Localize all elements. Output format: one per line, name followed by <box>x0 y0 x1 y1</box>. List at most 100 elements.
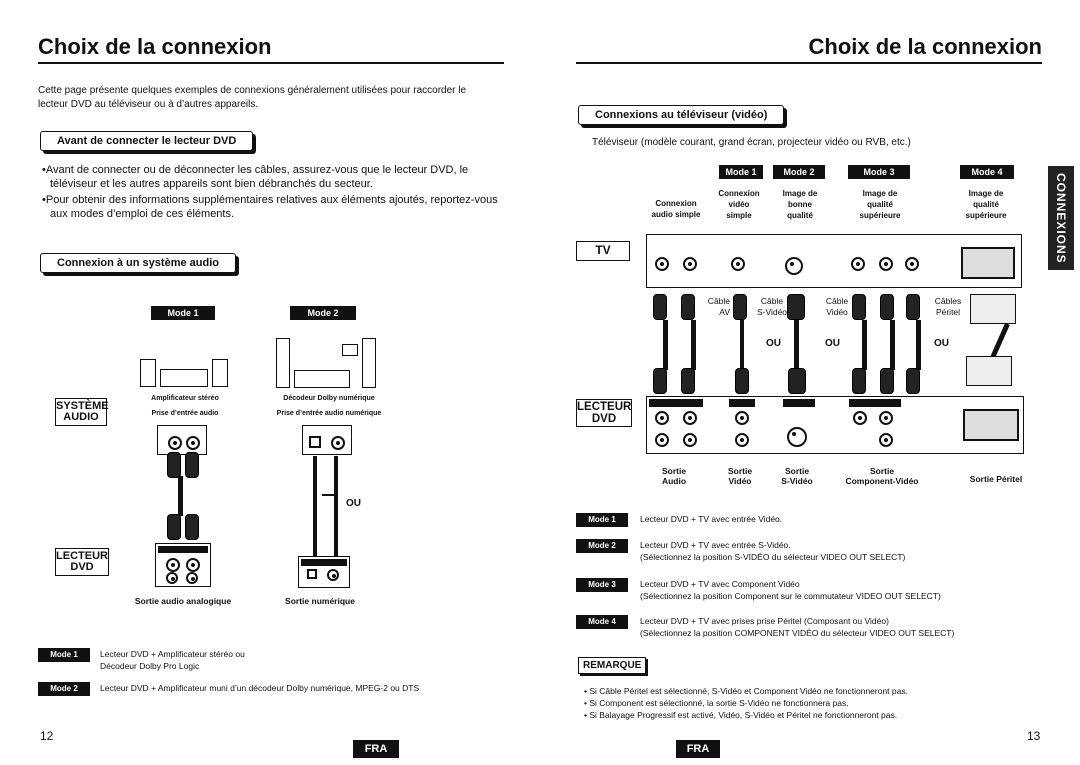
dvd-player-label-line1: LECTEUR <box>577 401 632 413</box>
svideo-jack-icon <box>785 257 803 275</box>
tv-mode-4-badge: Mode 4 <box>960 165 1014 179</box>
mode-desc-line: Image de <box>862 189 898 198</box>
mode-desc-line: supérieure <box>859 211 901 220</box>
mode-desc-line: supérieure <box>965 211 1007 220</box>
component-cable <box>890 346 895 370</box>
video-jack-icon <box>731 257 745 271</box>
coaxial-jack-icon <box>327 569 339 581</box>
audio-jack-icon <box>655 257 669 271</box>
note-mode-1-badge: Mode 1 <box>38 648 90 662</box>
bullet-text: Avant de connecter ou de déconnecter les… <box>45 164 469 190</box>
ou-pointer-line <box>322 494 336 496</box>
analog-audio-cable <box>178 476 183 516</box>
component-cable <box>862 320 867 346</box>
tv-description: Téléviseur (modèle courant, grand écran,… <box>592 137 911 148</box>
component-jack-icon <box>853 411 867 425</box>
tv-note-mode-4-text: Lecteur DVD + TV avec prises prise Périt… <box>640 615 1030 639</box>
cable-video-label: Câble Vidéo <box>822 296 852 318</box>
note-line: Décodeur Dolby Pro Logic <box>100 661 200 671</box>
tv-note-mode-2-badge: Mode 2 <box>576 539 628 553</box>
dvd-player-label-line1: LECTEUR <box>56 550 108 562</box>
component-cable <box>916 346 921 370</box>
rca-plug-icon <box>185 452 199 478</box>
cable-label-line: S-Vidéo <box>756 307 788 317</box>
rca-plug-icon <box>906 368 920 394</box>
mode-desc-video-simple: Connexion vidéo simple <box>708 188 770 221</box>
audio-jack-icon <box>166 558 180 572</box>
ou-label: OU <box>346 498 361 509</box>
component-jack-icon <box>879 433 893 447</box>
component-jack-icon <box>879 411 893 425</box>
decoder-input-label: Prise d’entrée audio numérique <box>276 410 382 417</box>
panel-header <box>301 559 347 566</box>
audio-jack-icon <box>655 433 669 447</box>
rca-plug-icon <box>167 514 181 540</box>
speaker-icon <box>342 344 358 356</box>
scart-socket-icon <box>963 409 1019 441</box>
mode-desc-good-quality: Image de bonne qualité <box>770 188 830 221</box>
coaxial-cable <box>334 456 338 560</box>
audio-system-label: SYSTÈME AUDIO <box>55 398 109 426</box>
note-line: (Sélectionnez la position Component sur … <box>640 591 941 601</box>
mode-desc-line: Image de <box>782 189 818 198</box>
speaker-icon <box>140 359 156 387</box>
note-line: (Sélectionnez la position S-VIDÉO du sél… <box>640 552 906 562</box>
component-cable <box>862 346 867 370</box>
rca-plug-icon <box>906 294 920 320</box>
ou-label: OU <box>825 338 840 349</box>
left-intro-text: Cette page présente quelques exemples de… <box>38 85 467 110</box>
amplifier-label: Amplificateur stéréo <box>151 395 219 402</box>
left-bullet-list: •Avant de connecter ou de déconnecter le… <box>40 164 500 221</box>
audio-cable <box>691 320 696 346</box>
tv-note-mode-3-text: Lecteur DVD + TV avec Component Vidéo (S… <box>640 578 1030 602</box>
svideo-plug-icon <box>787 294 805 320</box>
audio-jack-icon <box>683 257 697 271</box>
mode-desc-line: audio simple <box>651 210 701 219</box>
rca-plug-icon <box>167 452 181 478</box>
output-video-label: Sortie Vidéo <box>718 466 762 486</box>
component-jack-icon <box>905 257 919 271</box>
mode-desc-line: qualité <box>787 211 813 220</box>
output-label-line: Component-Vidéo <box>845 476 919 486</box>
cable-label-line: Câble <box>707 296 730 306</box>
scart-socket-icon <box>961 247 1015 279</box>
rca-plug-icon <box>852 294 866 320</box>
rca-plug-icon <box>852 368 866 394</box>
tv-note-mode-4-badge: Mode 4 <box>576 615 628 629</box>
decoder-label: Décodeur Dolby numérique <box>283 395 375 402</box>
remarque-item: • Si Câble Péritel est sélectionné, S-Vi… <box>584 686 908 696</box>
optical-jack-icon <box>307 569 317 579</box>
output-label-line: Audio <box>661 476 687 486</box>
svideo-plug-icon <box>788 368 806 394</box>
panel-header <box>158 546 208 553</box>
tv-rear-panel <box>646 234 1022 288</box>
optical-jack-icon <box>309 436 321 448</box>
audio-cable <box>663 346 668 370</box>
note-mode-1-text: Lecteur DVD + Amplificateur stéréo ou Dé… <box>100 648 480 672</box>
scart-plug-icon <box>966 356 1012 386</box>
audio-jack-icon <box>683 411 697 425</box>
audio-jack-icon <box>186 572 198 584</box>
component-jack-icon <box>851 257 865 271</box>
mode-desc-audio-simple: Connexion audio simple <box>640 198 712 220</box>
note-line: Lecteur DVD + TV avec prises prise Périt… <box>640 616 889 626</box>
speaker-icon <box>212 359 228 387</box>
bullet-item: •Avant de connecter ou de déconnecter le… <box>42 164 469 190</box>
speaker-icon <box>276 338 290 388</box>
scart-plug-icon <box>970 294 1016 324</box>
rca-plug-icon <box>733 294 747 320</box>
left-page-title: Choix de la connexion <box>38 34 272 59</box>
right-page-number: 13 <box>1027 729 1041 743</box>
dvd-analog-output-panel <box>155 543 211 587</box>
cable-svideo-label: Câble S-Vidéo <box>752 296 792 318</box>
mode-desc-line: qualité <box>973 200 999 209</box>
rca-plug-icon <box>681 294 695 320</box>
decoder-icon <box>294 370 350 388</box>
amplifier-input-label: Prise d’entrée audio <box>151 410 219 417</box>
mode-desc-superior-quality-peritel: Image de qualité supérieure <box>954 188 1018 221</box>
analog-audio-out-header <box>649 399 703 407</box>
tv-mode-2-badge: Mode 2 <box>773 165 825 179</box>
ou-label: OU <box>766 338 781 349</box>
svideo-jack-icon <box>787 427 807 447</box>
audio-jack-icon <box>168 436 182 450</box>
